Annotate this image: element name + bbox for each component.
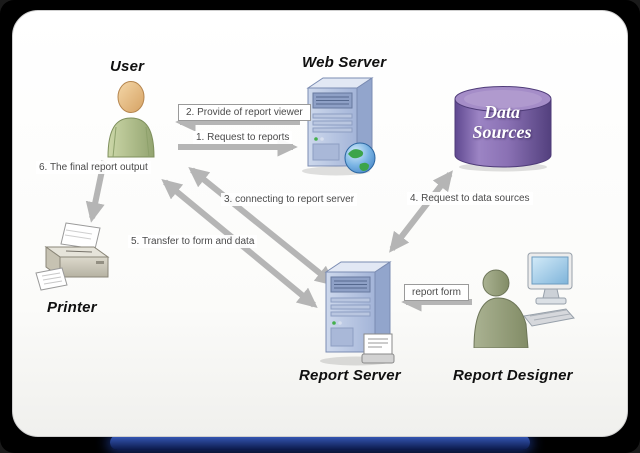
user-icon — [103, 80, 159, 163]
report-server-icon — [314, 260, 402, 371]
edge-label-provide-viewer: 2. Provide of report viewer — [178, 104, 311, 121]
data-sources-label: Data Sources — [472, 102, 532, 143]
edge-label-request-data-sources: 4. Request to data sources — [407, 192, 533, 205]
bottom-blue-accent — [110, 435, 530, 450]
report-designer-label: Report Designer — [453, 367, 573, 384]
printer-icon — [32, 221, 122, 306]
printer-label: Printer — [47, 299, 97, 316]
arrow-connect-report-server — [188, 166, 336, 287]
edge-label-report-form: report form — [404, 284, 469, 301]
edge-label-connect-report-server: 3. connecting to report server — [221, 193, 358, 206]
data-sources-icon — [452, 84, 554, 177]
arrow-request-data-sources — [389, 170, 453, 253]
edge-label-final-output: 6. The final report output — [36, 161, 151, 174]
web-server-label: Web Server — [302, 54, 387, 71]
edge-label-request-reports: 1. Request to reports — [193, 131, 293, 144]
report-designer-icon — [470, 248, 578, 353]
edge-label-transfer-form-data: 5. Transfer to form and data — [128, 235, 258, 248]
report-server-label: Report Server — [299, 367, 401, 384]
web-server-icon — [296, 76, 384, 181]
user-label: User — [110, 58, 145, 75]
